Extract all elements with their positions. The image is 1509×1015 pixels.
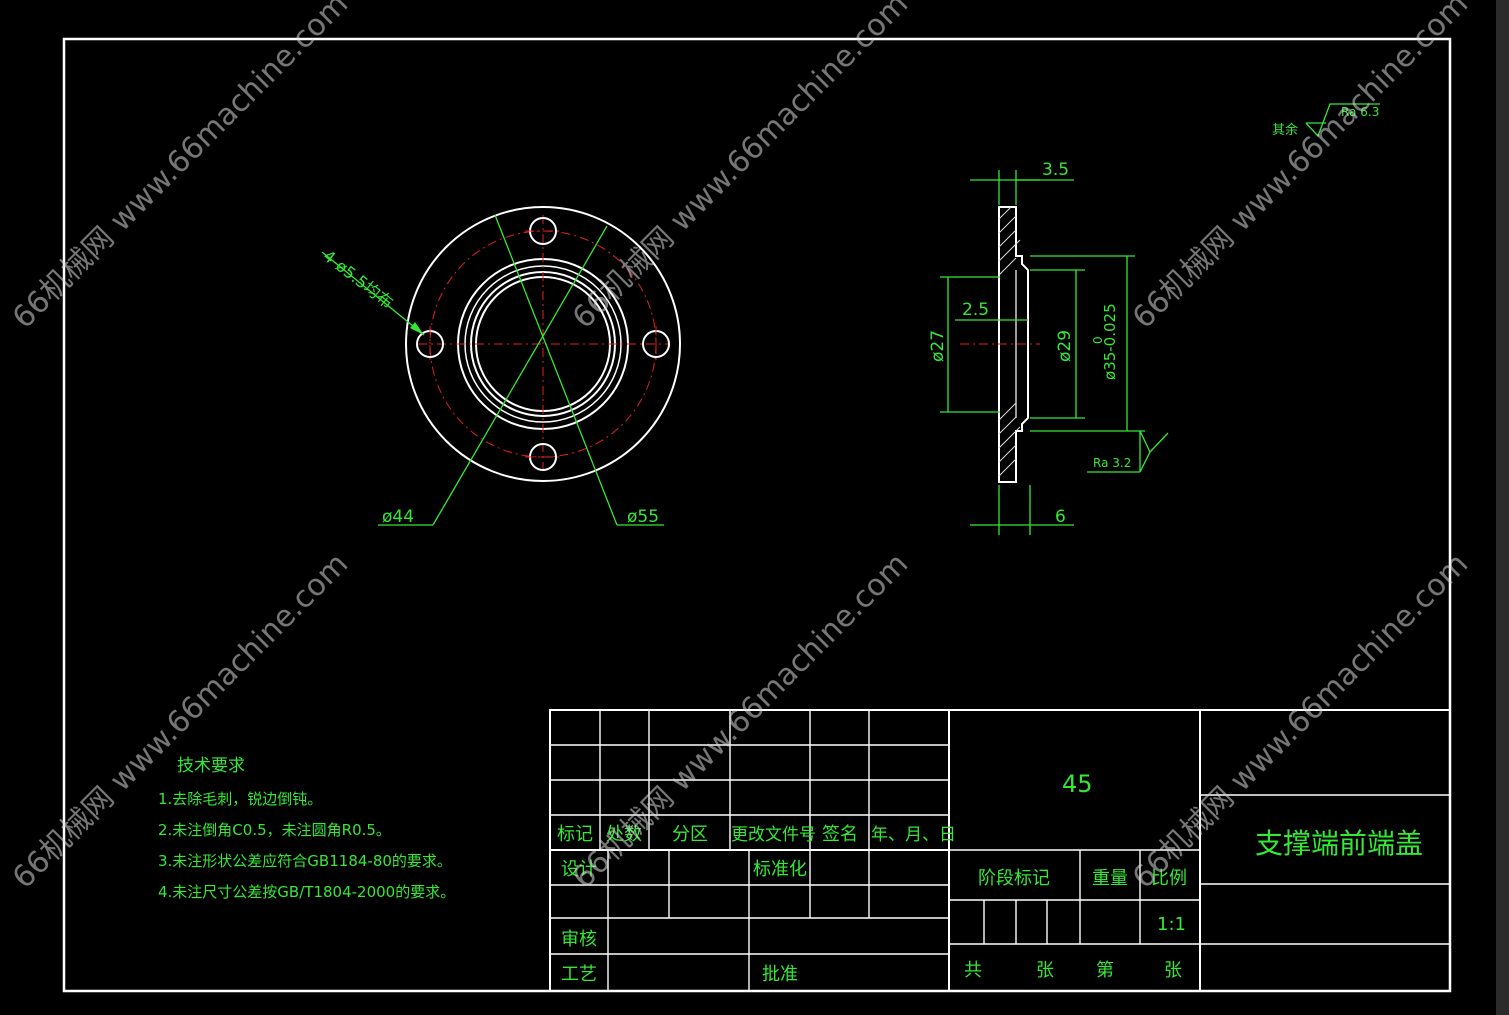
d35-label: ø35-0.025 [1101, 303, 1119, 380]
drawing-title: 支撑端前端盖 [1255, 827, 1423, 860]
tb-gongyi: 工艺 [561, 964, 597, 985]
rest-label: 其余 [1272, 122, 1298, 138]
t6-label: 6 [1055, 507, 1066, 527]
tech-item-1: 1.去除毛刺，锐边倒钝。 [158, 790, 322, 808]
tb-zhang1: 张 [1036, 960, 1054, 981]
tb-pizhun: 批准 [762, 964, 798, 985]
tb-zhang2: 张 [1164, 960, 1182, 981]
front-view [321, 206, 681, 526]
tb-biaoji: 标记 [557, 824, 593, 845]
watermark: 66机械网 www.66machine.com [566, 0, 915, 336]
t25-label: 2.5 [962, 300, 989, 320]
tb-chushu: 处数 [606, 824, 642, 845]
tb-nianyueri: 年、月、日 [871, 825, 956, 845]
section-view [940, 103, 1380, 535]
d44-leader [432, 225, 608, 526]
t35-label: 3.5 [1042, 160, 1069, 180]
d29-label: ø29 [1055, 330, 1075, 362]
material-text: 45 [1062, 770, 1093, 798]
watermark: 66机械网 www.66machine.com [6, 0, 355, 336]
tb-sheji: 设计 [561, 859, 597, 880]
watermark: 66机械网 www.66machine.com [1126, 0, 1475, 336]
tb-jieduan: 阶段标记 [978, 868, 1050, 889]
outer-circle [405, 206, 681, 482]
tb-gong: 共 [964, 960, 982, 981]
tb-bili: 比例 [1151, 868, 1187, 889]
drawing-border [62, 37, 1452, 993]
tech-item-2: 2.未注倒角C0.5，未注圆角R0.5。 [158, 821, 391, 839]
tb-qianming: 签名 [822, 824, 858, 845]
ra-rest-label: Ra 6.3 [1341, 105, 1379, 119]
tech-heading: 技术要求 [177, 756, 245, 776]
tb-gengai: 更改文件号 [731, 825, 816, 845]
title-block-texts: 45 支撑端前端盖 标记 处数 分区 更改文件号 签名 年、月、日 设计 标准化… [557, 770, 1423, 985]
d55-label: ø55 [627, 507, 659, 527]
tech-requirements: 技术要求 1.去除毛刺，锐边倒钝。 2.未注倒角C0.5，未注圆角R0.5。 3… [158, 756, 455, 901]
tb-zhongliang: 重量 [1092, 868, 1128, 889]
d55-leader [494, 214, 618, 526]
dimension-texts: 4-ø5.5均布 ø44 ø55 3.5 2.5 6 ø27 ø29 ø35-0… [320, 105, 1380, 527]
tb-shenhe: 审核 [561, 929, 597, 950]
holes-label: 4-ø5.5均布 [320, 246, 397, 312]
ra32-label: Ra 3.2 [1093, 456, 1131, 470]
watermark: 66机械网 www.66machine.com [6, 546, 355, 895]
d35-upper-label: 0 [1091, 336, 1105, 344]
tb-scale: 1:1 [1157, 914, 1186, 935]
section-outline [998, 206, 1029, 483]
d44-label: ø44 [382, 507, 414, 527]
tech-item-3: 3.未注形状公差应符合GB1184-80的要求。 [158, 852, 452, 870]
holes-leader [321, 251, 425, 336]
tech-item-4: 4.未注尺寸公差按GB/T1804-2000的要求。 [158, 883, 455, 901]
d27-label: ø27 [928, 330, 948, 362]
tb-fenqu: 分区 [672, 824, 708, 845]
right-scroll-strip [1496, 0, 1509, 1015]
tb-biaozhunhua: 标准化 [753, 859, 807, 880]
tb-di: 第 [1096, 960, 1114, 981]
title-block [549, 709, 1451, 992]
